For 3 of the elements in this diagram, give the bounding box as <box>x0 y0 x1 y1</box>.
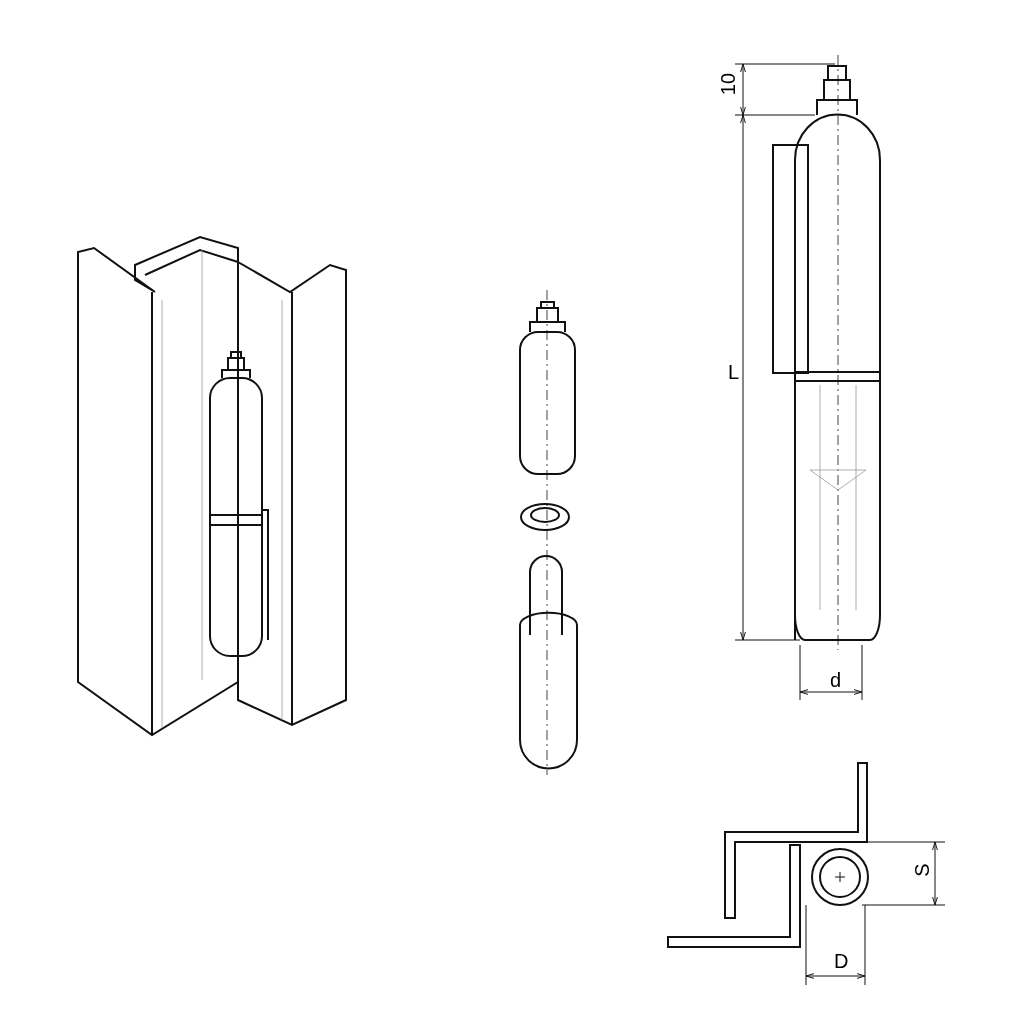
dimension-label: d <box>829 670 843 690</box>
dimension-label: D <box>833 951 850 971</box>
dimension-label: L <box>727 362 741 382</box>
